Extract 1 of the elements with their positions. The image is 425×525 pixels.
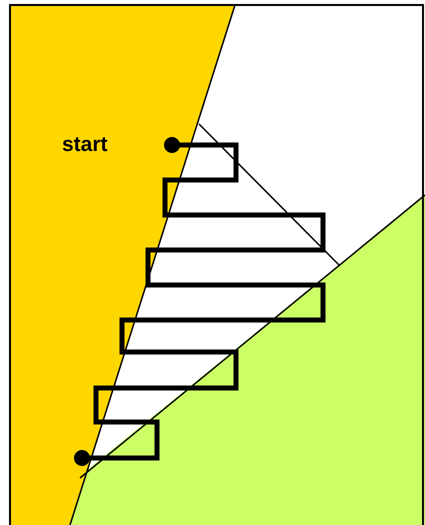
- start-label: start: [62, 133, 108, 157]
